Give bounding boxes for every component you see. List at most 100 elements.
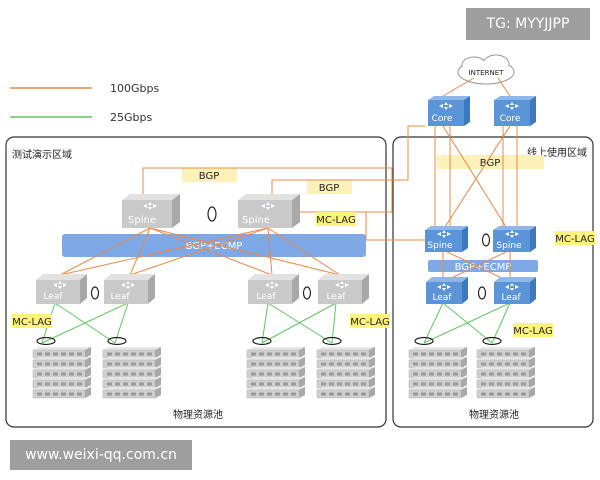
server-unit [317, 377, 375, 380]
drive-bay [329, 372, 334, 376]
drive-bay [275, 392, 280, 396]
drive-bay [421, 352, 426, 356]
legend-label-25gbps: 25Gbps [110, 111, 152, 124]
drive-bay [353, 372, 358, 376]
drive-bay [345, 392, 350, 396]
server-stack [246, 347, 305, 399]
mclag-ring [481, 233, 491, 247]
drive-bay [321, 372, 326, 376]
bgp-label-test-top: BGP [199, 171, 219, 182]
leaf-label: Leaf [501, 293, 521, 303]
drive-bay [505, 362, 510, 366]
drive-bay [115, 362, 120, 366]
drive-bay [437, 362, 442, 366]
drive-bay [505, 372, 510, 376]
drive-bay [361, 392, 366, 396]
drive-bay [505, 382, 510, 386]
server-unit [369, 387, 375, 398]
mclag-badge [555, 231, 595, 245]
links-25gbps [41, 302, 511, 344]
server-unit [409, 347, 467, 350]
drive-bay [123, 352, 128, 356]
zone-prod-box [392, 136, 594, 428]
drive-bay [283, 372, 288, 376]
drive-bay [131, 362, 136, 366]
drive-bay [521, 362, 526, 366]
leaf-switch-prod: Leaf [494, 277, 536, 304]
drive-bay [421, 362, 426, 366]
drive-bay [481, 352, 486, 356]
bundle-ring [322, 336, 342, 346]
server-unit [103, 367, 161, 370]
leaf-switch-test: Leaf [104, 274, 155, 304]
zone-test-box [5, 136, 387, 428]
drive-bay [267, 382, 272, 386]
drive-bay [123, 372, 128, 376]
drive-bay [291, 362, 296, 366]
spine-switch-test: Spine [238, 194, 300, 228]
server-unit [409, 377, 467, 380]
legend: 100Gbps 25Gbps [10, 82, 159, 124]
drive-bay [45, 352, 50, 356]
pool-label-prod: 物理资源池 [469, 408, 519, 421]
zone-test-title: 测试演示区域 [12, 148, 72, 161]
drive-bay [275, 362, 280, 366]
drive-bay [147, 362, 152, 366]
mclag-label: MC-LAG [350, 317, 389, 328]
drive-bay [275, 372, 280, 376]
drive-bay [107, 392, 112, 396]
drive-bay [251, 352, 256, 356]
mclag-label: MC-LAG [12, 317, 51, 328]
drive-bay [337, 392, 342, 396]
drive-bay [429, 382, 434, 386]
drive-bay [61, 392, 66, 396]
server-unit [369, 367, 375, 378]
internet-label: INTERNET [469, 69, 505, 77]
drive-bay [37, 372, 42, 376]
drive-bay [489, 372, 494, 376]
drive-bay [37, 362, 42, 366]
drive-bay [275, 382, 280, 386]
drive-bay [107, 352, 112, 356]
server-unit [85, 367, 91, 378]
drive-bay [283, 392, 288, 396]
server-unit [33, 367, 91, 370]
mclag-badge [12, 314, 52, 328]
drive-bay [45, 382, 50, 386]
server-unit [529, 357, 535, 368]
server-unit [299, 367, 305, 378]
mclag-label: MC-LAG [513, 326, 552, 337]
server-unit [409, 367, 467, 370]
drive-bay [513, 352, 518, 356]
legend-label-100gbps: 100Gbps [110, 82, 159, 95]
server-unit [409, 387, 467, 390]
drive-bay [361, 352, 366, 356]
leaf-switch-test: Leaf [248, 274, 299, 304]
mclag-badge [513, 323, 553, 337]
drive-bay [251, 392, 256, 396]
drive-bay [53, 362, 58, 366]
mclag-label: MC-LAG [316, 215, 355, 226]
server-unit [317, 387, 375, 390]
drive-bay [489, 362, 494, 366]
server-unit [155, 357, 161, 368]
drive-bay [77, 352, 82, 356]
drive-bay [497, 392, 502, 396]
drive-bay [37, 352, 42, 356]
drive-bay [45, 362, 50, 366]
drive-bay [275, 352, 280, 356]
spine-label: Spine [242, 215, 270, 226]
drive-bay [321, 392, 326, 396]
drive-bay [329, 362, 334, 366]
drive-bay [353, 362, 358, 366]
drive-bay [497, 352, 502, 356]
server-unit [85, 357, 91, 368]
server-unit [461, 377, 467, 388]
server-unit [103, 357, 161, 360]
drive-bay [337, 352, 342, 356]
drive-bay [345, 352, 350, 356]
drive-bay [45, 392, 50, 396]
drive-bay [77, 392, 82, 396]
leaf-label: Leaf [256, 292, 276, 302]
